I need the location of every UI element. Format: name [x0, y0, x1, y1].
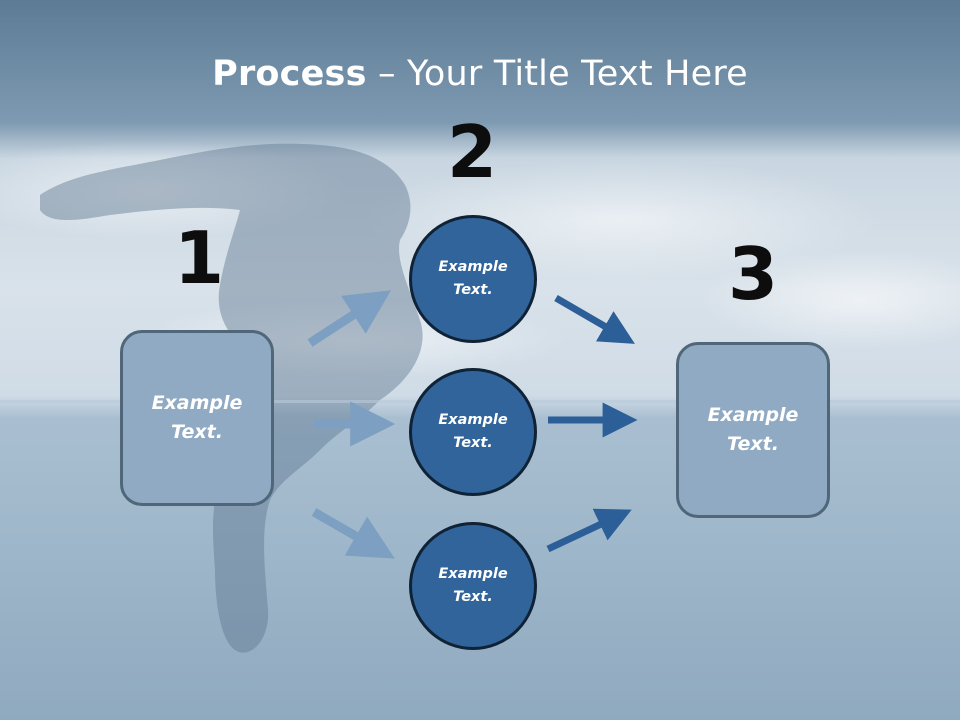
step-1-text-line-2: Text. — [171, 421, 223, 443]
step-3-text-line-2: Text. — [727, 433, 779, 455]
arrow-2-bottom-to-3 — [546, 508, 632, 553]
step-1-box: Example Text. — [120, 330, 274, 506]
step-2-circle-top: Example Text. — [409, 215, 537, 343]
arrow-1-to-2-bottom — [311, 508, 395, 559]
circle-bottom-text-line-2: Text. — [453, 589, 493, 605]
circle-middle-text-line-1: Example — [438, 412, 508, 428]
circle-top-text-line-1: Example — [438, 259, 508, 275]
step-number-3: 3 — [727, 232, 779, 316]
circle-bottom-text-line-1: Example — [438, 566, 508, 582]
title-rest: – Your Title Text Here — [366, 54, 748, 94]
step-2-circle-middle: Example Text. — [409, 368, 537, 496]
step-2-circle-bottom: Example Text. — [409, 522, 537, 650]
title-bold: Process — [212, 54, 367, 94]
step-3-text-line-1: Example — [707, 404, 799, 426]
slide-title: Process – Your Title Text Here — [0, 52, 960, 96]
arrow-1-to-2-top — [307, 290, 392, 347]
step-1-text-line-1: Example — [151, 392, 243, 414]
circle-middle-text-line-2: Text. — [453, 435, 493, 451]
circle-top-text-line-2: Text. — [453, 282, 493, 298]
step-number-1: 1 — [173, 216, 225, 300]
step-number-2: 2 — [446, 110, 498, 194]
step-3-box: Example Text. — [676, 342, 830, 518]
arrow-2-top-to-3 — [554, 294, 635, 344]
